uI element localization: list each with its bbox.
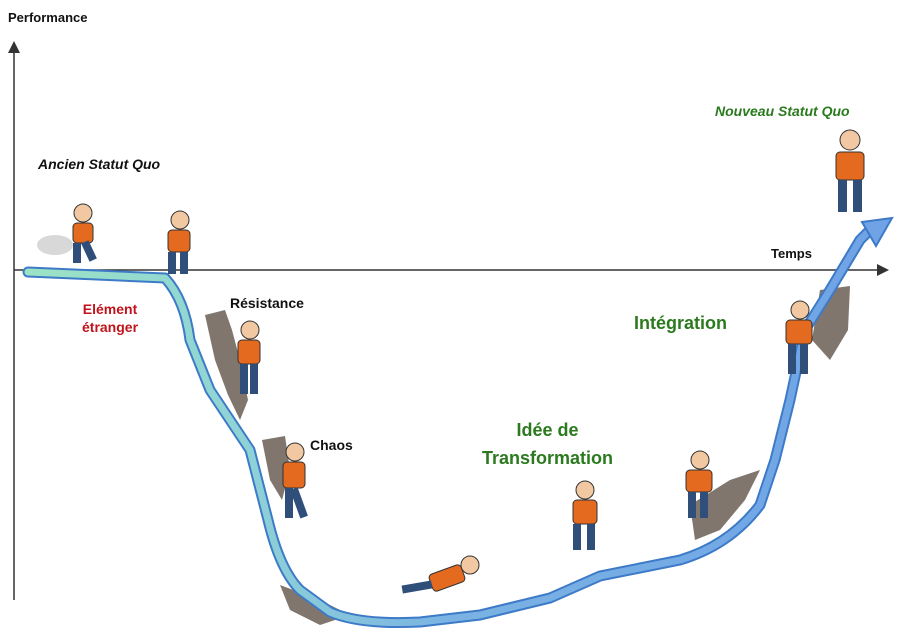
change-curve [22, 220, 880, 629]
person-climbing-icon [785, 300, 813, 374]
person-confident-icon [835, 129, 865, 212]
label-element-etranger: Elément étranger [82, 300, 138, 336]
person-falling-icon [282, 442, 308, 519]
y-axis-label: Performance [8, 10, 88, 25]
person-standing-icon [572, 480, 598, 550]
label-idee-de-transformation: Idée de Transformation [482, 416, 613, 472]
label-resistance: Résistance [230, 295, 304, 311]
label-ancien-statut-quo: Ancien Statut Quo [38, 156, 161, 172]
change-curve-fill [24, 222, 878, 627]
person-climbing-icon [237, 320, 261, 394]
label-nouveau-statut-quo: Nouveau Statut Quo [715, 103, 850, 119]
person-lying-icon [401, 555, 480, 594]
x-axis-label: Temps [771, 246, 812, 261]
label-element-line1: Elément [82, 301, 138, 317]
curve-arrowhead [860, 216, 894, 248]
label-idee-line2: Transformation [482, 448, 614, 468]
person-running-icon [37, 203, 97, 263]
person-falling-icon [167, 210, 191, 274]
label-chaos: Chaos [310, 437, 353, 453]
label-idee-line1: Idée de [516, 420, 579, 440]
person-pushing-icon [685, 450, 713, 518]
label-element-line2: étranger [82, 319, 139, 335]
label-integration: Intégration [634, 313, 727, 333]
